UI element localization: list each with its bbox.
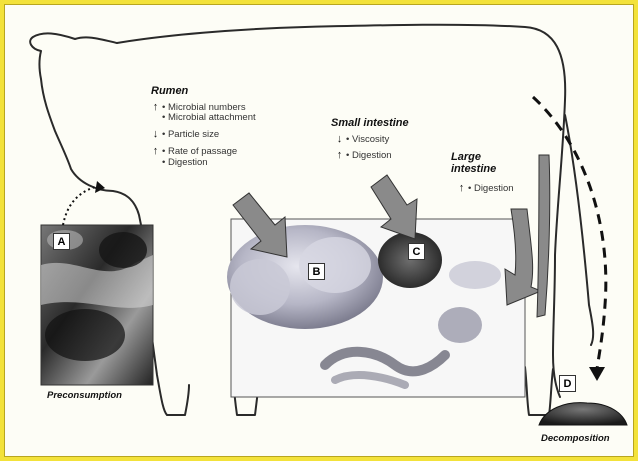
up-arrow-icon: ↑ bbox=[151, 145, 160, 157]
up-arrow-icon: ↑ bbox=[335, 149, 344, 161]
panel-c-label: C bbox=[408, 243, 425, 260]
panel-a-label: A bbox=[53, 233, 70, 250]
rumen-effect-5: • Digestion bbox=[151, 157, 208, 168]
decomposition-caption: Decomposition bbox=[541, 433, 610, 444]
panel-d-label: D bbox=[559, 375, 576, 392]
preconsumption-caption: Preconsumption bbox=[47, 390, 122, 401]
small-intestine-effect-2: ↑ • Digestion bbox=[335, 149, 392, 161]
large-intestine-title-line2: intestine bbox=[451, 163, 496, 175]
down-arrow-icon: ↓ bbox=[335, 133, 344, 145]
small-intestine-title: Small intestine bbox=[331, 117, 409, 129]
large-intestine-title-line1: Large bbox=[451, 151, 481, 163]
decomposition-mound bbox=[539, 403, 627, 425]
rumen-effect-2: • Microbial attachment bbox=[151, 112, 256, 123]
up-arrow-icon: ↑ bbox=[457, 182, 466, 194]
down-arrow-icon: ↓ bbox=[151, 128, 160, 140]
dotted-arrow-a bbox=[63, 187, 95, 225]
panel-b-label: B bbox=[308, 263, 325, 280]
rumen-title: Rumen bbox=[151, 85, 188, 97]
rumen-effect-3: ↓ • Particle size bbox=[151, 128, 219, 140]
figure-frame: Rumen ↑ • Microbial numbers • Microbial … bbox=[4, 4, 634, 457]
rumen-effect-4: ↑ • Rate of passage bbox=[151, 145, 237, 157]
small-intestine-effect-1: ↓ • Viscosity bbox=[335, 133, 389, 145]
large-intestine-effect-1: ↑ • Digestion bbox=[457, 182, 514, 194]
colon-arrow bbox=[537, 155, 550, 317]
